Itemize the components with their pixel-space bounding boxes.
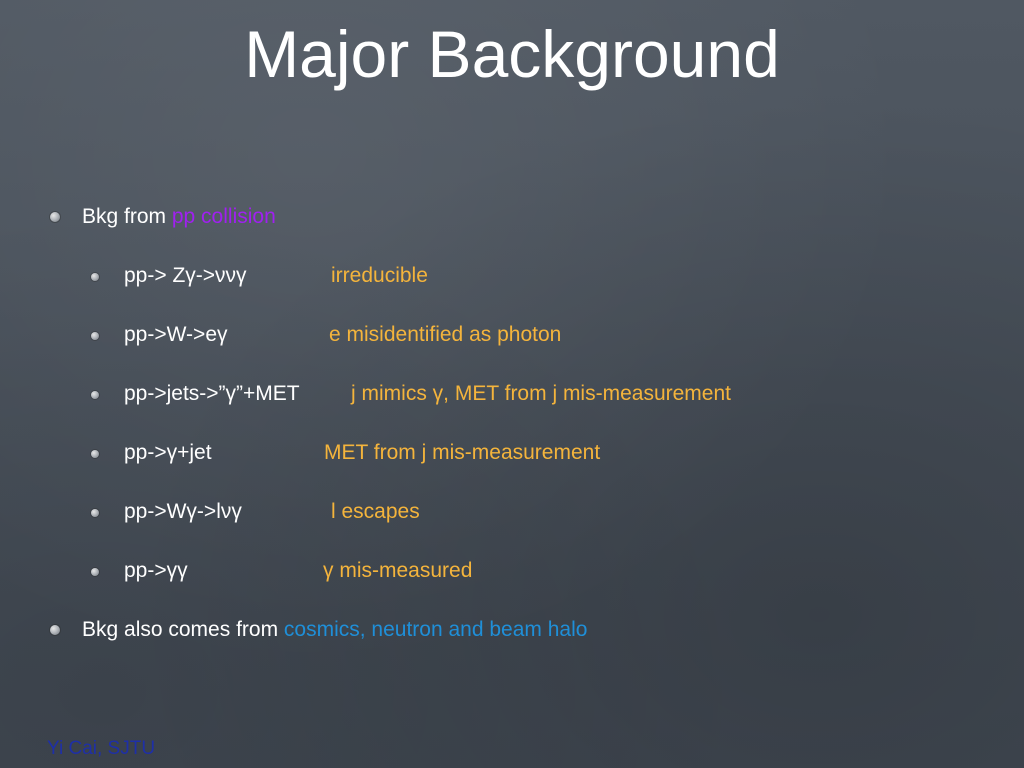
pp-collision-highlight: pp collision	[171, 205, 276, 228]
bullet-prefix: Bkg also comes from	[82, 618, 284, 641]
process-label: pp-> Zγ->ννγ	[124, 264, 247, 287]
process-note: j mimics γ, MET from j mis-measurement	[351, 382, 731, 405]
process-note: l escapes	[331, 500, 420, 523]
sub-bullet-icon	[91, 332, 99, 340]
process-note: e misidentified as photon	[329, 323, 562, 346]
process-note: MET from j mis-measurement	[324, 441, 601, 464]
footer-author: Yi Cai, SJTU	[47, 738, 156, 759]
process-label: pp->W->eγ	[124, 323, 228, 346]
bullet-icon	[50, 625, 60, 635]
sub-bullet-icon	[91, 568, 99, 576]
process-note: γ mis-measured	[323, 559, 473, 582]
sub-bullet-icon	[91, 273, 99, 281]
process-label: pp->γγ	[124, 559, 188, 582]
sub-bullet-icon	[91, 450, 99, 458]
bullet-pp-collision: Bkg from pp collision	[82, 202, 276, 232]
process-label: pp->jets->”γ”+MET	[124, 382, 300, 405]
process-label: pp->Wγ->lνγ	[124, 500, 242, 523]
bullet-cosmics: Bkg also comes from cosmics, neutron and…	[82, 615, 587, 645]
slide-title: Major Background	[244, 17, 780, 91]
cosmics-highlight: cosmics, neutron and beam halo	[283, 618, 588, 641]
sub-bullet-icon	[91, 391, 99, 399]
sub-bullet-icon	[91, 509, 99, 517]
bullet-icon	[50, 212, 60, 222]
process-label: pp->γ+jet	[124, 441, 212, 464]
bullet-prefix: Bkg from	[82, 205, 172, 228]
process-note: irreducible	[331, 264, 428, 287]
